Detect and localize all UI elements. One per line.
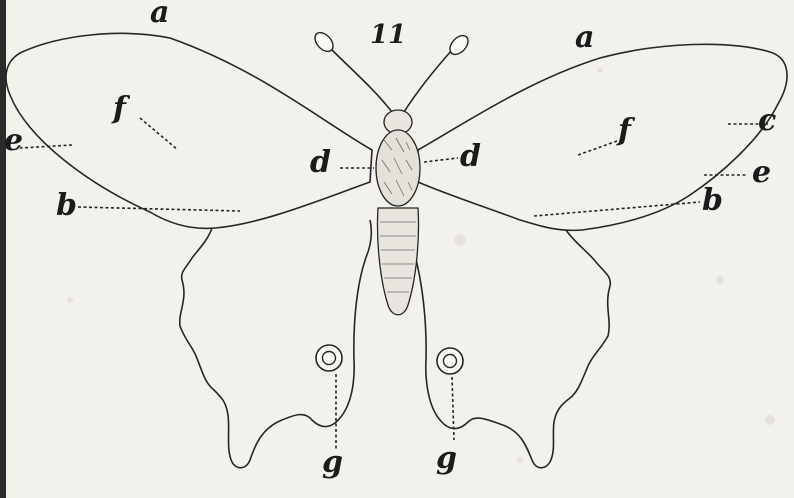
right-eyespot: [437, 348, 463, 374]
plate-number: 11: [370, 20, 406, 50]
label-a-right: a: [575, 20, 594, 55]
label-g-left: g: [322, 445, 343, 480]
label-e-left: e: [4, 123, 23, 158]
label-b-left: b: [56, 188, 77, 223]
label-b-right: b: [702, 183, 723, 218]
label-d-left: d: [310, 145, 331, 180]
butterfly-body: [376, 110, 420, 315]
label-c: c: [758, 103, 776, 138]
label-d-right: d: [460, 139, 481, 174]
left-eyespot: [316, 345, 342, 371]
label-a-left: a: [150, 0, 169, 30]
label-g-right: g: [436, 441, 457, 476]
label-e-right: e: [752, 155, 771, 190]
left-page-edge: [0, 0, 6, 498]
